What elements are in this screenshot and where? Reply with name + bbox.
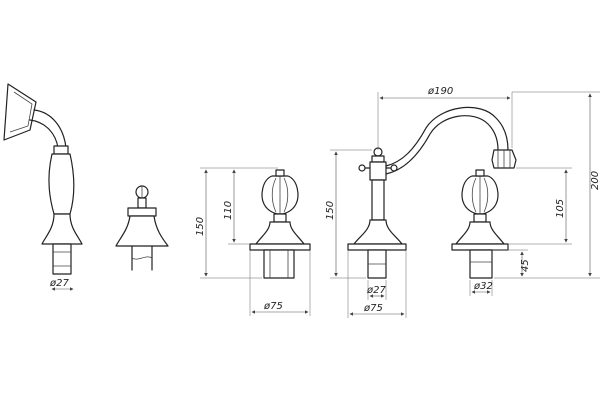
handshower-diameter-dim: ø27: [49, 278, 74, 291]
right-valve-dims: 200 105 45 ø32: [469, 91, 600, 296]
handshower-diameter-label: ø27: [49, 278, 69, 289]
spout-dims: ø190 150 ø27 ø75: [325, 86, 513, 318]
left-valve-dims: 150 110 ø75: [195, 167, 311, 316]
shank-height-label: 45: [520, 259, 531, 272]
overall-height-label: 200: [590, 171, 600, 190]
diverter: [115, 185, 169, 271]
spout-width-label: ø190: [427, 86, 453, 97]
spout-shank-label: ø27: [366, 285, 386, 296]
spout-base-label: ø75: [363, 303, 383, 314]
right-valve: [451, 169, 509, 279]
valve-height-left-label: 150: [195, 217, 206, 236]
left-valve: [249, 169, 311, 279]
spout-height-label: 105: [555, 199, 566, 218]
spout: [347, 106, 517, 279]
handle-height-label: 110: [223, 201, 234, 220]
right-shank-label: ø32: [473, 281, 493, 292]
hand-shower: [3, 83, 83, 275]
valve-height-mid-label: 150: [325, 201, 336, 220]
valve-base-left-label: ø75: [263, 301, 283, 312]
